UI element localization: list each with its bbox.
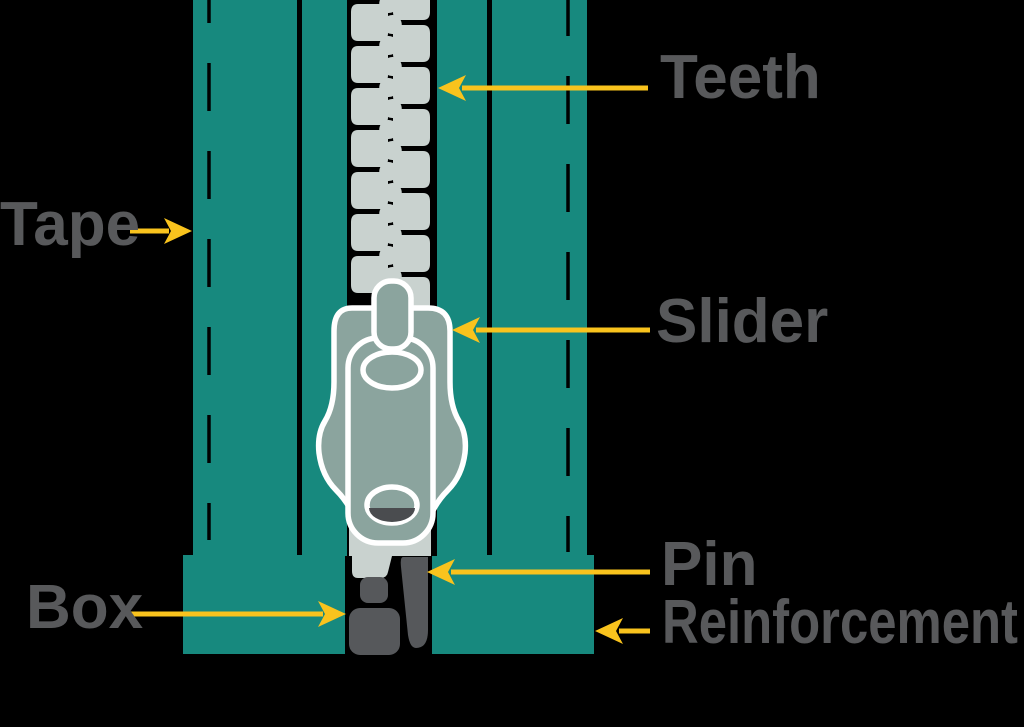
teeth-strip-bottom-stub [352,556,392,578]
arrow-reinforcement-head [595,618,623,644]
arrow-box-head [318,601,346,627]
slider-pull-hole-shadow [369,508,415,522]
tape-right [492,0,587,556]
arrow-pin-head [427,559,455,585]
label-teeth: Teeth [660,43,821,112]
arrow-tape-head [164,218,192,244]
stitch-group [207,0,570,552]
slider-pull-stem [371,278,414,352]
label-box: Box [26,573,144,642]
arrow-slider-head [452,317,480,343]
box-bottom [349,608,400,655]
pin-shape [400,557,428,648]
label-reinforcement: Reinforcement [662,588,1018,657]
label-slider: Slider [656,287,829,356]
slider-bail-opening [360,349,424,391]
arrow-lines [130,85,650,634]
label-tape: Tape [0,190,141,259]
label-pin: Pin [661,530,758,599]
tape-group [183,0,594,654]
arrow-teeth-head [438,75,466,101]
slider-group [315,278,469,546]
reinforcement-left [183,555,345,654]
box-top [360,577,388,603]
hardware-group [349,557,428,655]
arrows [130,75,650,644]
arrow-heads [164,75,623,644]
